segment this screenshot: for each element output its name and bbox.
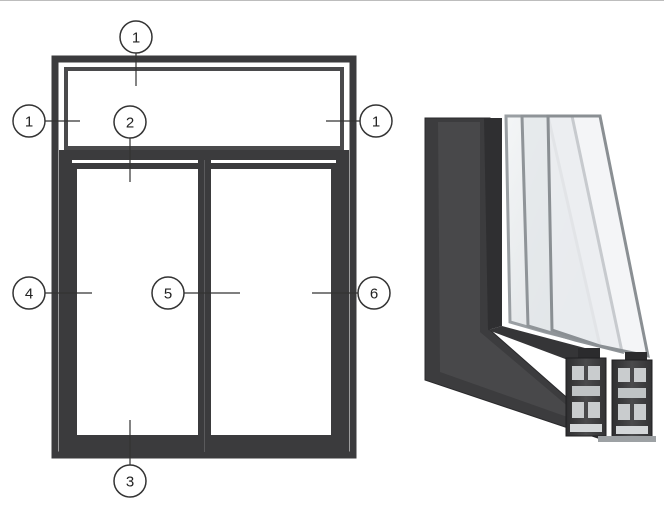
callout-right-transom: 1 bbox=[359, 104, 393, 138]
callout-transom-bar-label: 2 bbox=[126, 115, 134, 132]
callout-bottom-rail-label: 3 bbox=[126, 474, 134, 491]
left-jamb bbox=[59, 160, 72, 452]
profile-corner-render bbox=[424, 114, 656, 442]
top-divider bbox=[0, 0, 664, 1]
callout-top-label: 1 bbox=[132, 30, 140, 47]
callout-interlock: 5 bbox=[151, 276, 185, 310]
callout-transom-bar: 2 bbox=[113, 105, 147, 139]
callout-left-jamb-label: 4 bbox=[25, 286, 33, 303]
glazing-seal-1 bbox=[578, 348, 600, 360]
right-jamb bbox=[336, 160, 349, 452]
callout-right-transom-label: 1 bbox=[372, 114, 380, 131]
profile-section-left bbox=[565, 357, 607, 437]
frame-inner-shade bbox=[438, 122, 590, 425]
window-elevation bbox=[51, 55, 357, 459]
transom-bar bbox=[59, 150, 349, 160]
right-sash bbox=[201, 163, 337, 441]
leader-lines bbox=[44, 52, 360, 465]
callout-left-transom: 1 bbox=[12, 104, 46, 138]
callout-interlock-label: 5 bbox=[164, 286, 172, 303]
callout-left-transom-label: 1 bbox=[25, 114, 33, 131]
callout-left-jamb: 4 bbox=[12, 276, 46, 310]
profile-section-right bbox=[611, 359, 653, 439]
callout-right-jamb-label: 6 bbox=[370, 286, 378, 303]
callout-top: 1 bbox=[119, 20, 153, 54]
transom-glass bbox=[64, 67, 344, 150]
profile-base bbox=[598, 436, 656, 442]
callout-bottom-rail: 3 bbox=[113, 464, 147, 498]
left-sash bbox=[71, 163, 207, 441]
sash-vertical bbox=[484, 118, 502, 330]
callout-right-jamb: 6 bbox=[357, 276, 391, 310]
outer-frame bbox=[51, 55, 357, 459]
glass-pane-inner bbox=[546, 114, 650, 358]
